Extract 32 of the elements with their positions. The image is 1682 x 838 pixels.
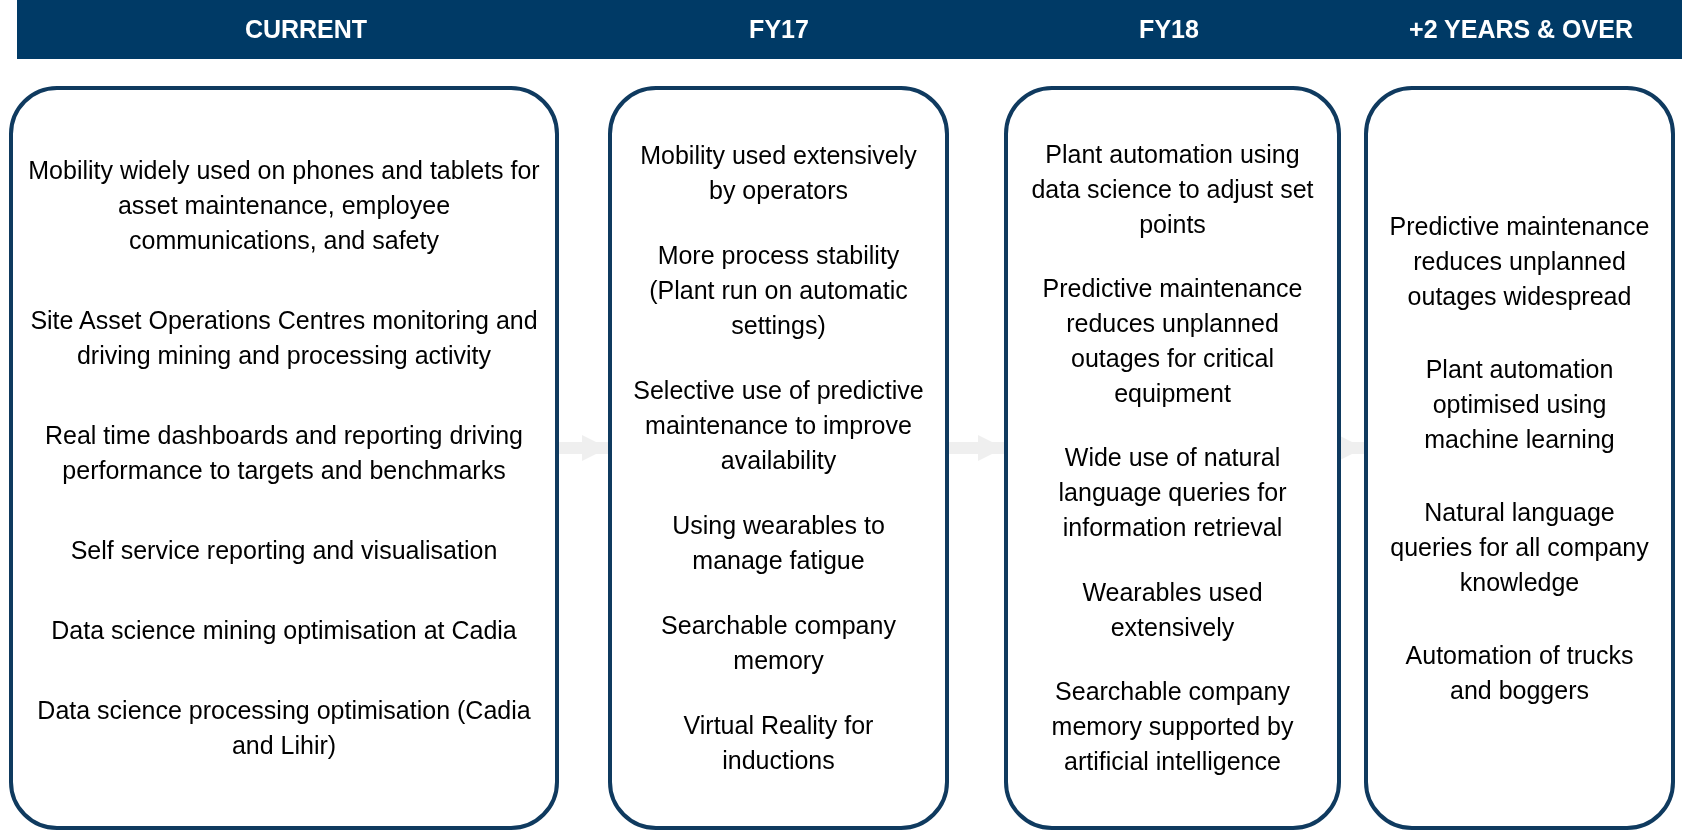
- roadmap-item: Wide use of natural language queries for information retrieval: [1057, 442, 1288, 544]
- roadmap-item: Searchable company memory supported by artificial intelligence: [1050, 675, 1295, 777]
- stage-box: [9, 86, 559, 830]
- roadmap-item: Automation of trucks and boggers: [1404, 639, 1635, 706]
- roadmap-item: Predictive maintenance reduces unplanned outages widespread: [1388, 210, 1651, 312]
- roadmap-item: Using wearables to manage fatigue: [671, 510, 886, 576]
- roadmap-item: Data science mining optimisation at Cadia: [51, 615, 517, 646]
- stage-box: [1364, 86, 1675, 830]
- header-band: [17, 0, 1682, 59]
- stage-box: [1004, 86, 1341, 830]
- roadmap-item: More process stability (Plant run on automatic settings): [648, 240, 909, 341]
- column-heading: FY18: [1139, 14, 1199, 45]
- roadmap-item: Virtual Reality for inductions: [682, 710, 875, 776]
- roadmap-item: Self service reporting and visualisation: [70, 535, 498, 566]
- roadmap-item: Plant automation optimised using machine learning: [1423, 353, 1616, 455]
- roadmap-item: Real time dashboards and reporting driving performance to targets and benchmarks: [43, 420, 525, 486]
- arrow: [949, 434, 1004, 462]
- roadmap-item: Predictive maintenance reduces unplanned outages for critical equipment: [1041, 273, 1304, 410]
- column-heading: FY17: [749, 14, 809, 45]
- column-heading: CURRENT: [244, 14, 368, 45]
- roadmap-item: Plant automation using data science to adjust set points: [1030, 139, 1315, 241]
- arrow: [559, 434, 608, 462]
- roadmap-item: Mobility widely used on phones and tablets for asset maintenance, employee communications, and safety: [27, 155, 541, 256]
- roadmap-item: Natural language queries for all company knowledge: [1389, 496, 1650, 598]
- roadmap-item: Searchable company memory: [660, 610, 897, 676]
- stage-box: [608, 86, 949, 830]
- roadmap-item: Selective use of predictive maintenance to improve availability: [632, 375, 925, 476]
- roadmap-item: Site Asset Operations Centres monitoring and driving mining and processing activity: [29, 305, 539, 371]
- roadmap-item: Wearables used extensively: [1081, 576, 1264, 643]
- column-heading: +2 YEARS & OVER: [1409, 14, 1633, 45]
- roadmap-item: Data science processing optimisation (Cadia and Lihir): [36, 695, 532, 761]
- roadmap-item: Mobility used extensively by operators: [639, 140, 918, 206]
